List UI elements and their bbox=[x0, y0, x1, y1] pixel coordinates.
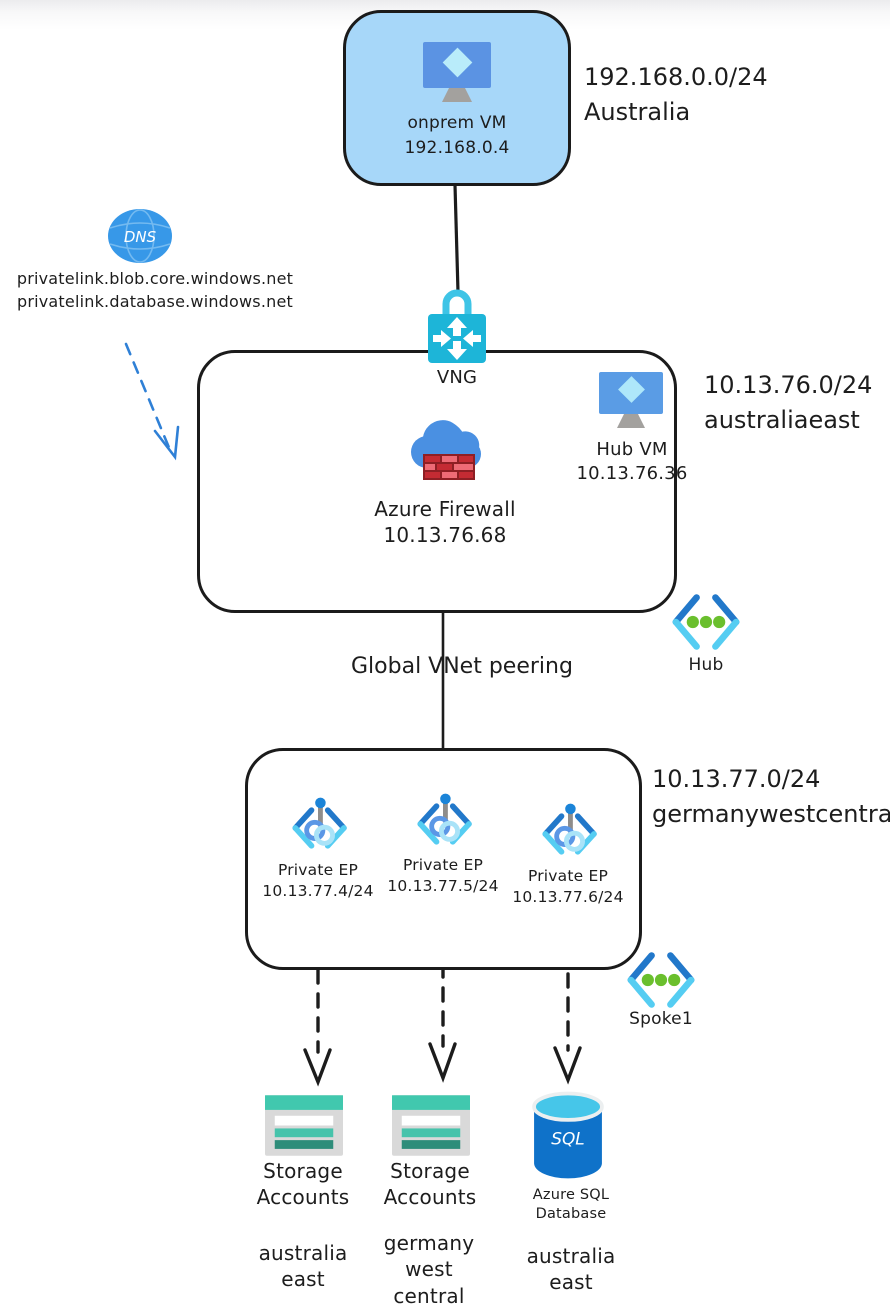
onprem-cidr-label: 192.168.0.0/24 Australia bbox=[584, 60, 768, 130]
hub-vm-icon bbox=[599, 372, 663, 428]
hub-cidr: 10.13.76.0/24 bbox=[704, 371, 873, 399]
vng-gateway-icon bbox=[428, 289, 486, 363]
hub-virtual-network-icon bbox=[672, 594, 740, 650]
spoke-region: germanywestcentral bbox=[652, 799, 890, 828]
region-label-2: germany west central bbox=[383, 1231, 475, 1308]
dns-zone-1: privatelink.blob.core.windows.net bbox=[16, 269, 294, 288]
global-vnet-peering-label: Global VNet peering bbox=[351, 654, 573, 679]
private-endpoint-icon-1 bbox=[292, 797, 347, 849]
private-ep-3-ip: 10.13.77.6/24 bbox=[512, 888, 624, 906]
arrowhead-ep1 bbox=[303, 1048, 332, 1087]
private-ep-2-ip: 10.13.77.5/24 bbox=[387, 877, 499, 895]
onprem-cidr: 192.168.0.0/24 bbox=[584, 63, 768, 91]
private-endpoint-icon-2 bbox=[417, 793, 472, 845]
azure-sql-database-label: Azure SQL Database bbox=[532, 1187, 610, 1223]
storage-label-1: Storage Accounts bbox=[256, 1159, 350, 1210]
connector-onprem-vng bbox=[453, 184, 460, 293]
arrowhead-ep2 bbox=[428, 1042, 457, 1083]
private-endpoint-icon-3 bbox=[542, 803, 597, 855]
storage-accounts-icon-1 bbox=[265, 1095, 343, 1156]
onprem-vm-ip: 192.168.0.4 bbox=[404, 138, 510, 158]
azure-firewall-icon bbox=[411, 420, 481, 480]
connector-dns-hub bbox=[124, 342, 172, 452]
onprem-vm-name: onprem VM bbox=[407, 113, 507, 133]
spoke-cidr: 10.13.77.0/24 bbox=[652, 765, 821, 793]
dns-zone-2: privatelink.database.windows.net bbox=[16, 292, 293, 311]
hub-vm-name: Hub VM bbox=[596, 439, 668, 460]
storage-label-2: Storage Accounts bbox=[383, 1159, 477, 1210]
storage-accounts-icon-2 bbox=[392, 1095, 470, 1156]
hub-region: australiaeast bbox=[704, 405, 860, 434]
hub-vnet-label: Hub bbox=[688, 655, 724, 675]
arrowhead-dns bbox=[153, 425, 180, 461]
private-ep-3-name: Private EP bbox=[527, 867, 609, 885]
dns-label-glyph: DNS bbox=[124, 228, 157, 246]
dns-globe-icon: DNS bbox=[108, 209, 172, 263]
arrowhead-ep3 bbox=[553, 1046, 582, 1085]
hub-vm-ip: 10.13.76.36 bbox=[576, 463, 688, 484]
region-label-1: australia east bbox=[258, 1241, 348, 1292]
spoke-vnet-box bbox=[245, 748, 642, 970]
vng-label: VNG bbox=[436, 367, 478, 388]
azure-sql-database-icon: SQL bbox=[532, 1091, 604, 1179]
spoke1-vnet-label: Spoke1 bbox=[629, 1009, 693, 1029]
private-ep-1-name: Private EP bbox=[277, 861, 359, 879]
spoke-cidr-label: 10.13.77.0/24 germanywestcentral bbox=[652, 762, 890, 832]
azure-firewall-ip: 10.13.76.68 bbox=[383, 523, 507, 547]
spoke1-virtual-network-icon bbox=[627, 952, 695, 1008]
onprem-vm-icon bbox=[423, 42, 491, 102]
azure-firewall-name: Azure Firewall bbox=[374, 497, 516, 521]
private-ep-1-ip: 10.13.77.4/24 bbox=[262, 882, 374, 900]
onprem-region: Australia bbox=[584, 97, 691, 126]
sql-badge-glyph: SQL bbox=[551, 1128, 585, 1148]
private-ep-2-name: Private EP bbox=[402, 856, 484, 874]
hub-cidr-label: 10.13.76.0/24 australiaeast bbox=[704, 368, 872, 438]
region-label-3: australia east bbox=[526, 1244, 616, 1295]
